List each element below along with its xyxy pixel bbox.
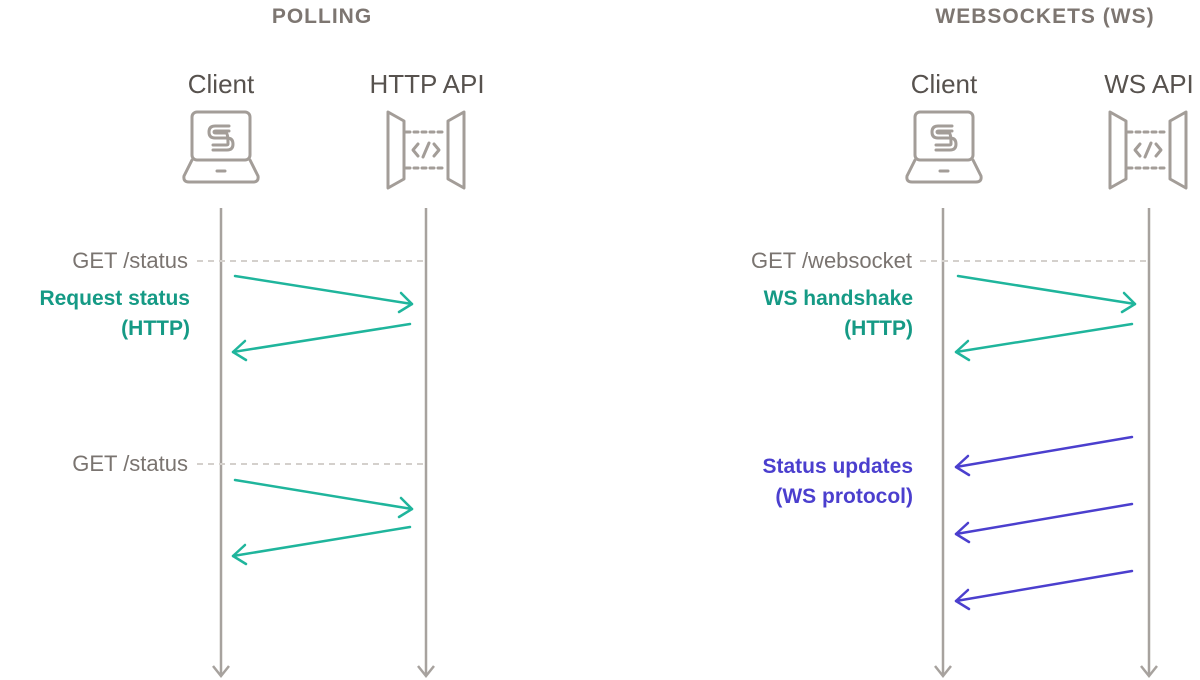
sync-laptop-icon — [905, 110, 983, 184]
polling-server-lifeline — [417, 208, 435, 679]
ws-handshake-request-arrow — [956, 274, 1137, 314]
polling-request-label-1: GET /status — [72, 248, 188, 273]
polling-response-arrow-1 — [231, 322, 412, 362]
polling-response-arrow-2 — [231, 525, 412, 566]
polling-title: POLLING — [272, 5, 372, 28]
polling-step-label-line2: (HTTP) — [121, 317, 190, 340]
polling-request-label-2: GET /status — [72, 451, 188, 476]
ws-server-lifeline — [1140, 208, 1158, 679]
ws-status-update-arrow-3 — [954, 569, 1134, 611]
ws-status-update-arrow-1 — [954, 435, 1134, 477]
polling-request-arrow-2 — [233, 478, 414, 519]
polling-client-lifeline — [212, 208, 230, 679]
websockets-title: WEBSOCKETS (WS) — [935, 5, 1154, 28]
ws-request-label: GET /websocket — [751, 248, 912, 273]
sync-laptop-icon — [182, 110, 260, 184]
polling-request-arrow-1 — [233, 274, 414, 314]
api-gateway-icon — [386, 110, 466, 190]
ws-updates-label-line2: (WS protocol) — [775, 485, 913, 508]
ws-client-label: Client — [911, 69, 978, 99]
api-gateway-icon — [1108, 110, 1188, 190]
ws-handshake-label-line1: WS handshake — [764, 287, 913, 310]
ws-updates-label-line1: Status updates — [762, 455, 913, 478]
ws-handshake-response-arrow — [954, 322, 1134, 362]
polling-step-label-line1: Request status — [39, 287, 190, 310]
ws-client-lifeline — [934, 208, 952, 679]
ws-status-update-arrow-2 — [954, 502, 1134, 544]
ws-server-label: WS API — [1104, 69, 1194, 99]
polling-server-label: HTTP API — [369, 69, 484, 99]
polling-client-label: Client — [188, 69, 255, 99]
ws-handshake-label-line2: (HTTP) — [844, 317, 913, 340]
